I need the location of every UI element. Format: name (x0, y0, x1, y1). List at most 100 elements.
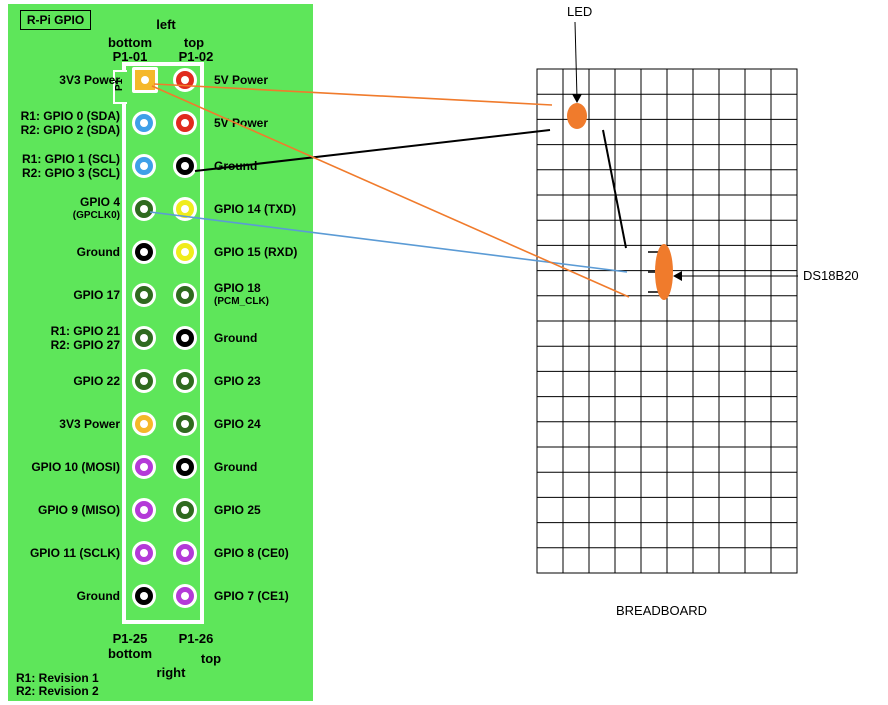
pin-label-left-9: 3V3 Power (59, 417, 120, 431)
components-layer (567, 21, 798, 300)
pin-label-left-10: GPIO 10 (MOSI) (31, 460, 120, 474)
pin25-position-label: bottom (107, 646, 153, 661)
pin-label-left-1: 3V3 Power (59, 73, 120, 87)
ds18b20-sensor (655, 244, 673, 300)
pin-label-right-5: GPIO 15 (RXD) (214, 245, 297, 259)
pin-label-line: GPIO 10 (MOSI) (31, 460, 120, 474)
pin-label-right-13: GPIO 7 (CE1) (214, 589, 289, 603)
pin-label-line: GPIO 4 (79, 195, 120, 209)
pin-label-right-4: GPIO 14 (TXD) (214, 202, 296, 216)
pin-label-right-10: Ground (214, 460, 257, 474)
pin-label-line: (PCM_CLK) (214, 296, 269, 307)
pin-header-frame (122, 62, 204, 624)
pin-label-line: R1: GPIO 1 (SCL) (21, 152, 120, 166)
pin-left-7 (132, 326, 156, 350)
pin-label-left-13: Ground (77, 589, 120, 603)
pin-right-11 (173, 498, 197, 522)
sensor-pointer-arrowhead (673, 271, 682, 281)
pin-label-line: 5V Power (214, 73, 269, 87)
pin-label-left-5: Ground (77, 245, 120, 259)
wire-layer (149, 83, 630, 298)
header-right-label: right (156, 665, 186, 680)
pin-left-11 (132, 498, 156, 522)
pin-right-12 (173, 541, 197, 565)
pin1-position-label: bottom (107, 35, 153, 50)
pin-label-line: GPIO 18 (214, 281, 261, 295)
pin-label-line: 3V3 Power (59, 417, 120, 431)
pin1-id: P1-01 (112, 49, 148, 64)
sensor-label: DS18B20 (803, 268, 859, 283)
pin-left-2 (132, 111, 156, 135)
pin-left-8 (132, 369, 156, 393)
legend-revision-1: R1: Revision 1 (16, 671, 99, 685)
led-pointer-arrowhead (572, 94, 582, 103)
pin-label-line: 3V3 Power (59, 73, 120, 87)
pin-label-line: GPIO 9 (MISO) (37, 503, 120, 517)
pin-right-3 (173, 154, 197, 178)
gpio-header-panel: R-Pi GPIO left bottom top P1-01 P1-02 P1… (8, 4, 313, 701)
pin-label-line: GPIO 11 (SCLK) (29, 546, 120, 560)
pin-label-line: Ground (76, 589, 120, 603)
pin-right-10 (173, 455, 197, 479)
p1-connector-marker (113, 70, 127, 104)
pin-label-right-11: GPIO 25 (214, 503, 261, 517)
pin-right-13 (173, 584, 197, 608)
pin-label-line: GPIO 14 (TXD) (214, 202, 297, 216)
pin-left-10 (132, 455, 156, 479)
breadboard-label: BREADBOARD (616, 603, 708, 618)
wire-3v3-to-sensor (151, 85, 630, 298)
pin-label-line: R1: GPIO 0 (SDA) (20, 109, 120, 123)
pin-right-7 (173, 326, 197, 350)
pin-label-left-2: R1: GPIO 0 (SDA)R2: GPIO 2 (SDA) (21, 109, 120, 137)
pin-label-right-1: 5V Power (214, 73, 268, 87)
pin-label-line: GPIO 7 (CE1) (214, 589, 289, 603)
pin-right-1 (173, 68, 197, 92)
pin-label-right-9: GPIO 24 (214, 417, 261, 431)
pin-left-6 (132, 283, 156, 307)
pin-left-13 (132, 584, 156, 608)
pin-label-left-4: GPIO 4(GPCLK0) (73, 195, 120, 223)
led-component (567, 103, 587, 129)
led-label: LED (567, 4, 593, 19)
pin-label-left-12: GPIO 11 (SCLK) (30, 546, 120, 560)
pin-label-line: GPIO 8 (CE0) (214, 546, 289, 560)
pin-label-left-11: GPIO 9 (MISO) (38, 503, 120, 517)
pin-label-line: Ground (76, 245, 120, 259)
pin-label-right-12: GPIO 8 (CE0) (214, 546, 289, 560)
pin26-position-label: top (200, 651, 222, 666)
pin-label-line: (GPCLK0) (72, 210, 120, 221)
pin-right-5 (173, 240, 197, 264)
pin2-id: P1-02 (178, 49, 214, 64)
pin-label-line: R2: GPIO 2 (SDA) (20, 123, 120, 137)
pin-left-3 (132, 154, 156, 178)
led-pointer-line (574, 21, 578, 99)
pin-label-left-8: GPIO 22 (73, 374, 120, 388)
pin-left-9 (132, 412, 156, 436)
pin-label-right-7: Ground (214, 331, 257, 345)
header-left-label: left (156, 17, 176, 32)
pin-label-line: GPIO 15 (RXD) (214, 245, 298, 259)
pin-label-line: GPIO 23 (214, 374, 261, 388)
pin-label-right-8: GPIO 23 (214, 374, 261, 388)
pin-label-left-3: R1: GPIO 1 (SCL)R2: GPIO 3 (SCL) (22, 152, 120, 180)
pin-label-line: GPIO 17 (73, 288, 120, 302)
wire-3v3-to-led (153, 83, 553, 106)
pin-label-line: Ground (214, 331, 258, 345)
pin-label-line: GPIO 24 (214, 417, 261, 431)
pin-label-right-6: GPIO 18(PCM_CLK) (214, 281, 269, 309)
gpio-title: R-Pi GPIO (20, 10, 91, 30)
pin-right-6 (173, 283, 197, 307)
pin-label-line: Ground (214, 460, 258, 474)
pin-label-line: R2: GPIO 27 (50, 338, 120, 352)
wire-ground-to-led (194, 129, 551, 172)
pin26-id: P1-26 (178, 631, 214, 646)
pin25-id: P1-25 (112, 631, 148, 646)
pin-left-4 (132, 197, 156, 221)
pin-label-line: R1: GPIO 21 (50, 324, 120, 338)
breadboard-grid (536, 68, 798, 574)
pin-right-9 (173, 412, 197, 436)
pin-left-1 (132, 67, 158, 93)
pin-right-8 (173, 369, 197, 393)
